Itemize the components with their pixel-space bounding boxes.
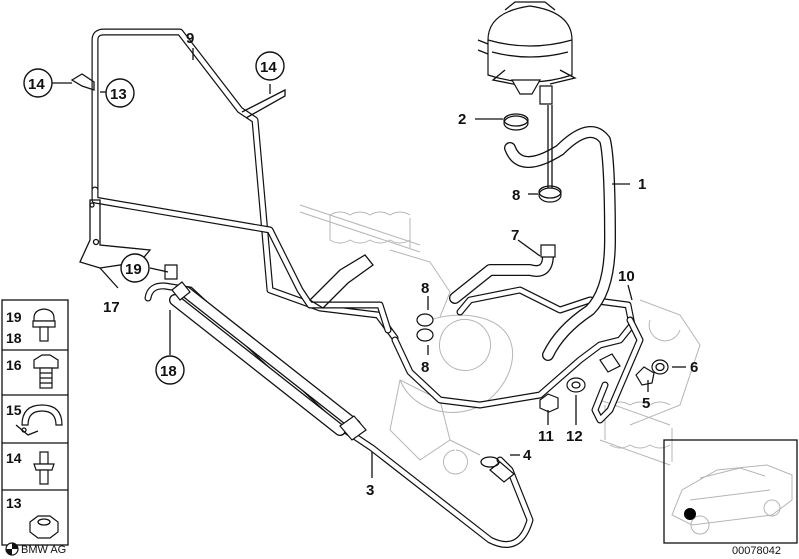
callout-14-right: 14: [255, 51, 285, 81]
callout-2: 2: [458, 111, 466, 128]
svg-text:13: 13: [110, 86, 127, 103]
callout-7: 7: [511, 227, 519, 244]
legend-15: 15: [6, 402, 22, 418]
legend-14: 14: [6, 450, 22, 466]
callout-3: 3: [366, 482, 374, 499]
callout-1: 1: [638, 176, 646, 193]
pipe-9-frame: [70, 28, 399, 342]
callout-14-left: 14: [23, 68, 53, 98]
callout-19: 19: [120, 253, 150, 283]
callout-18: 18: [155, 355, 185, 385]
callout-5: 5: [642, 395, 650, 412]
pressure-hose-3: [144, 281, 534, 548]
callout-8-upper: 8: [512, 187, 520, 204]
callout-17: 17: [103, 299, 120, 316]
reservoir: [477, 1, 577, 105]
suction-hose-1: [449, 105, 616, 361]
callout-13-top: 13: [105, 78, 135, 108]
callout-10: 10: [618, 268, 635, 285]
callout-11: 11: [538, 428, 554, 445]
svg-text:14: 14: [260, 59, 277, 76]
brand-footer: BMW AG: [21, 544, 66, 556]
svg-text:19: 19: [125, 261, 142, 278]
callout-6: 6: [690, 359, 698, 376]
callout-12: 12: [566, 428, 583, 445]
legend-18: 18: [6, 330, 22, 346]
callout-8-lower: 8: [421, 359, 429, 376]
bmw-logo-icon: [5, 542, 19, 556]
svg-text:18: 18: [160, 363, 177, 380]
vehicle-location-thumbnail: [663, 439, 798, 544]
callout-9: 9: [186, 30, 194, 47]
bolt-with-washer-icon: [32, 308, 56, 342]
fittings: [539, 359, 669, 413]
pipe-clamp-icon: [15, 404, 63, 436]
clamps: [416, 113, 562, 342]
legend-19: 19: [6, 309, 22, 325]
legend-16: 16: [6, 357, 22, 373]
stud-icon: [33, 451, 55, 485]
location-dot-icon: [684, 508, 696, 520]
hex-bolt-icon: [33, 354, 59, 389]
legend-13: 13: [6, 495, 22, 511]
small-parts-legend: 19 18 16 15 14 13: [1, 299, 69, 546]
callout-4: 4: [523, 447, 532, 464]
steering-gear-ghost: [299, 204, 701, 475]
callout-8-middle: 8: [421, 280, 429, 297]
leader-lines: [52, 48, 686, 478]
return-line-10: [391, 286, 644, 424]
svg-text:14: 14: [28, 76, 45, 93]
diagram-number: 00078042: [732, 545, 781, 557]
hex-nut-icon: [29, 515, 59, 539]
